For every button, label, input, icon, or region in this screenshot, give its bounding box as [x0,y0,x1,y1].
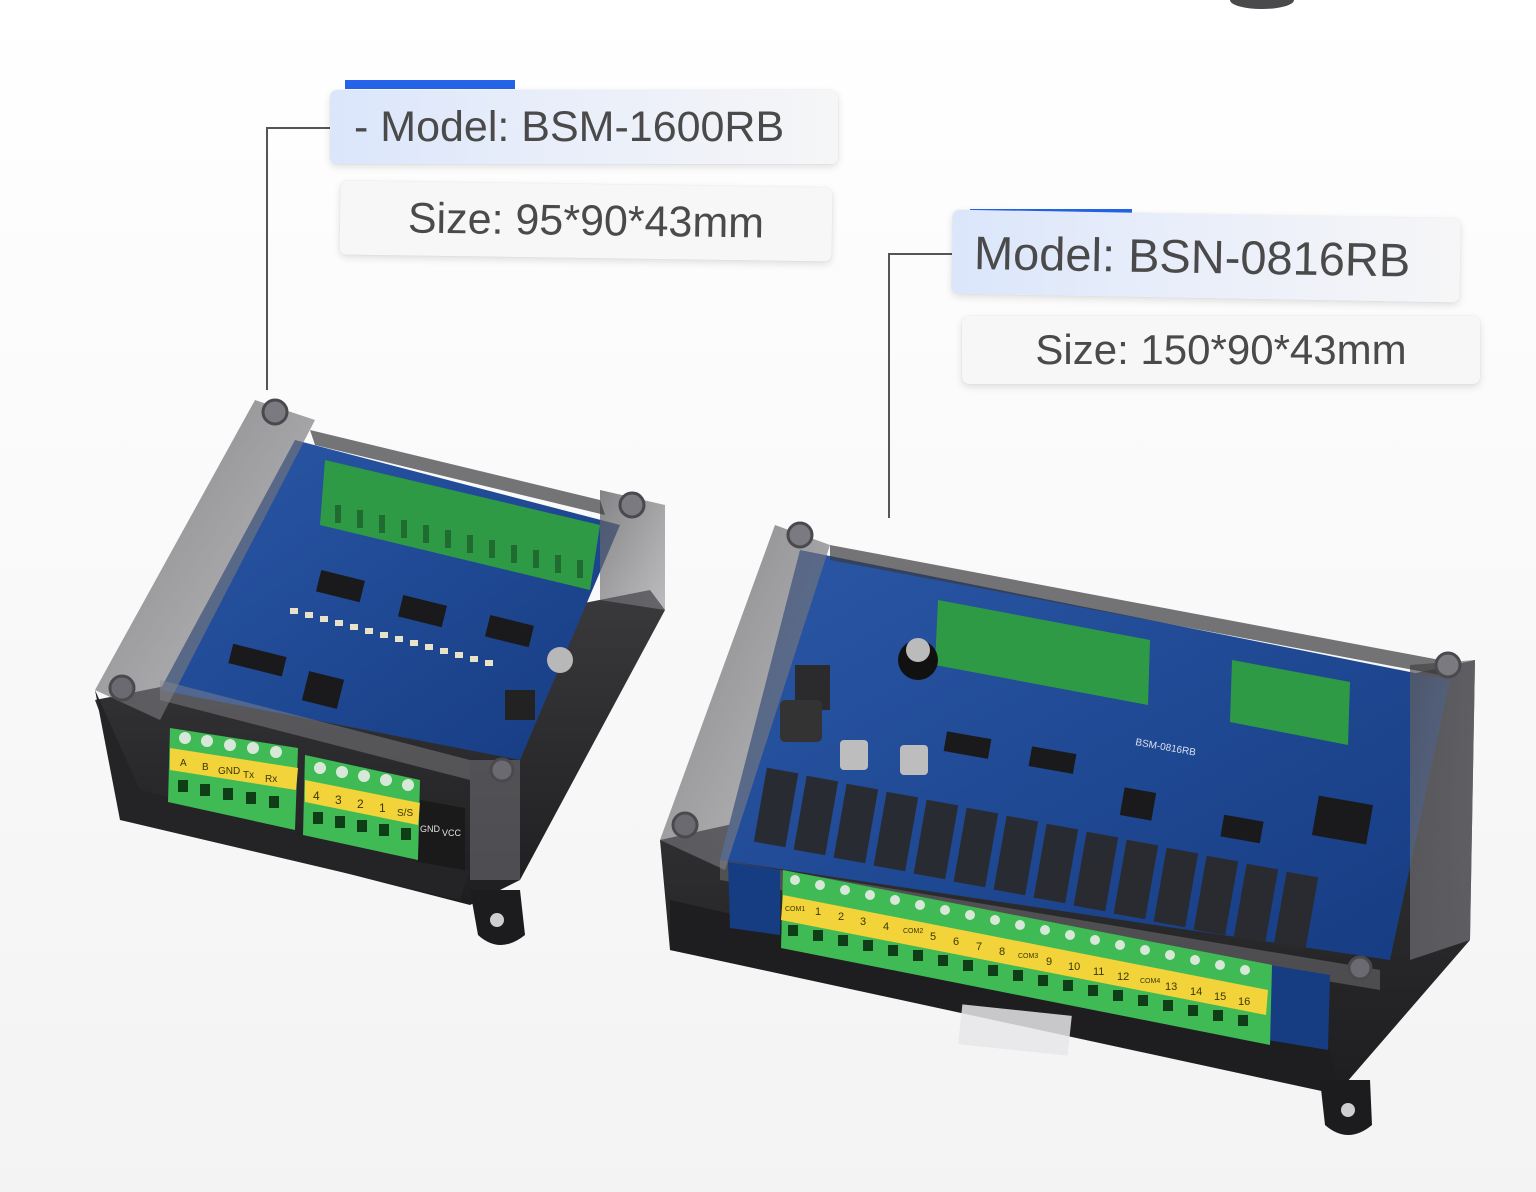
svg-text:6: 6 [953,936,959,948]
svg-text:1: 1 [815,906,821,918]
svg-text:5: 5 [930,931,936,943]
svg-text:14: 14 [1190,986,1202,998]
svg-text:COM1: COM1 [785,906,805,913]
svg-text:1: 1 [379,801,386,815]
size-text: Size: 95*90*43mm [407,194,765,247]
svg-text:COM4: COM4 [1140,978,1160,985]
svg-text:2: 2 [838,911,844,923]
svg-text:16: 16 [1238,996,1250,1008]
leader-line-1-horizontal [266,127,332,129]
svg-text:13: 13 [1165,981,1177,993]
svg-text:GND: GND [420,824,441,834]
model-text: Model: BSN-0816RB [973,225,1411,287]
svg-text:8: 8 [999,946,1005,958]
svg-text:10: 10 [1068,961,1080,973]
svg-text:4: 4 [313,789,320,803]
model-text: - Model: BSM-1600RB [354,102,785,151]
svg-text:Rx: Rx [265,774,277,785]
svg-text:9: 9 [1046,956,1052,968]
svg-text:COM2: COM2 [903,928,923,935]
svg-text:S/S: S/S [397,808,413,819]
svg-text:3: 3 [860,916,866,928]
svg-text:GND: GND [218,766,240,777]
svg-text:2: 2 [357,797,364,811]
model-label-bsm-1600rb: - Model: BSM-1600RB [330,90,838,164]
svg-text:7: 7 [976,941,982,953]
size-label-bsn-0816rb: Size: 150*90*43mm [962,316,1480,384]
size-label-bsm-1600rb: Size: 95*90*43mm [339,180,833,262]
svg-text:Tx: Tx [243,770,254,781]
svg-text:15: 15 [1214,991,1226,1003]
svg-text:B: B [202,762,209,773]
device-bsn-0816rb: COM1 1 2 3 4 COM2 5 6 7 8 COM3 9 10 11 1… [660,521,1475,1135]
leader-line-1-vertical [266,127,268,390]
svg-text:COM3: COM3 [1018,953,1038,960]
svg-text:12: 12 [1117,971,1129,983]
model-label-bsn-0816rb: Model: BSN-0816RB [951,209,1461,303]
device-bsm-1600rb: A B GND Tx Rx 4 3 2 1 S/S [95,398,665,945]
svg-text:11: 11 [1093,966,1104,978]
leader-line-2-vertical [888,253,890,518]
svg-text:4: 4 [883,921,889,933]
model-accent-bar-1 [345,80,515,89]
svg-text:VCC: VCC [442,828,462,838]
svg-text:A: A [180,758,187,769]
size-text: Size: 150*90*43mm [1035,326,1407,373]
svg-text:3: 3 [335,793,342,807]
top-object [1230,0,1294,9]
leader-line-2-horizontal [888,253,954,255]
